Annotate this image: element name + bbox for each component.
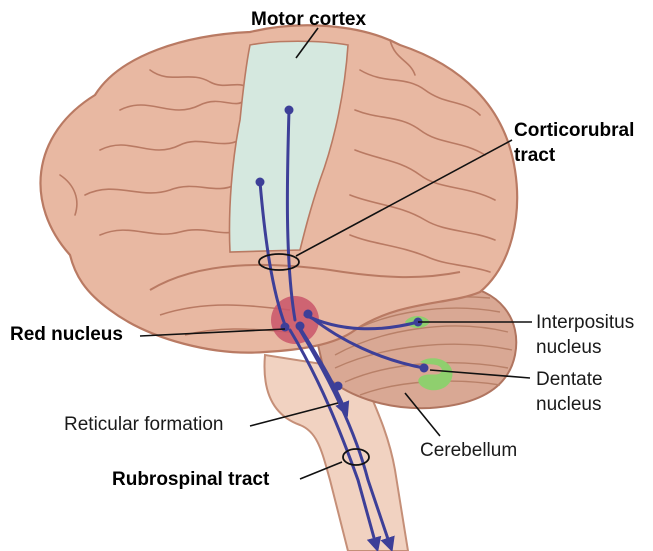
interpositus-label-line1: Interpositus [536, 312, 635, 333]
rubrospinal-tract-label: Rubrospinal tract [112, 469, 270, 490]
dentate-label-line2: nucleus [536, 394, 602, 415]
cerebral-sulci [59, 39, 496, 273]
dentate-to-red-path [310, 316, 426, 370]
sylvian-fissure [149, 263, 461, 291]
tract-pathways [258, 108, 426, 551]
corticorubral-path-1 [285, 108, 297, 322]
motor-cortex-label: Motor cortex [251, 9, 367, 30]
corticorubral-label-line2: tract [514, 145, 556, 166]
reticular-path [298, 326, 350, 417]
leader-lines [139, 27, 532, 480]
reticular-formation-label: Reticular formation [64, 414, 224, 435]
corticorubral-path-2 [258, 180, 287, 327]
corticorubral-label-line1: Corticorubral [514, 120, 635, 141]
dentate-nucleus-marker [418, 358, 453, 391]
corticorubral-ellipse [258, 253, 300, 271]
rubrospinal-path-1 [288, 328, 382, 551]
red-nucleus-label: Red nucleus [10, 324, 123, 345]
cerebellum-label: Cerebellum [420, 440, 518, 461]
interpositus-label-line2: nucleus [536, 337, 602, 358]
dentate-label-line1: Dentate [536, 369, 603, 390]
brainstem [263, 353, 410, 551]
rubrospinal-ellipse [342, 448, 370, 466]
